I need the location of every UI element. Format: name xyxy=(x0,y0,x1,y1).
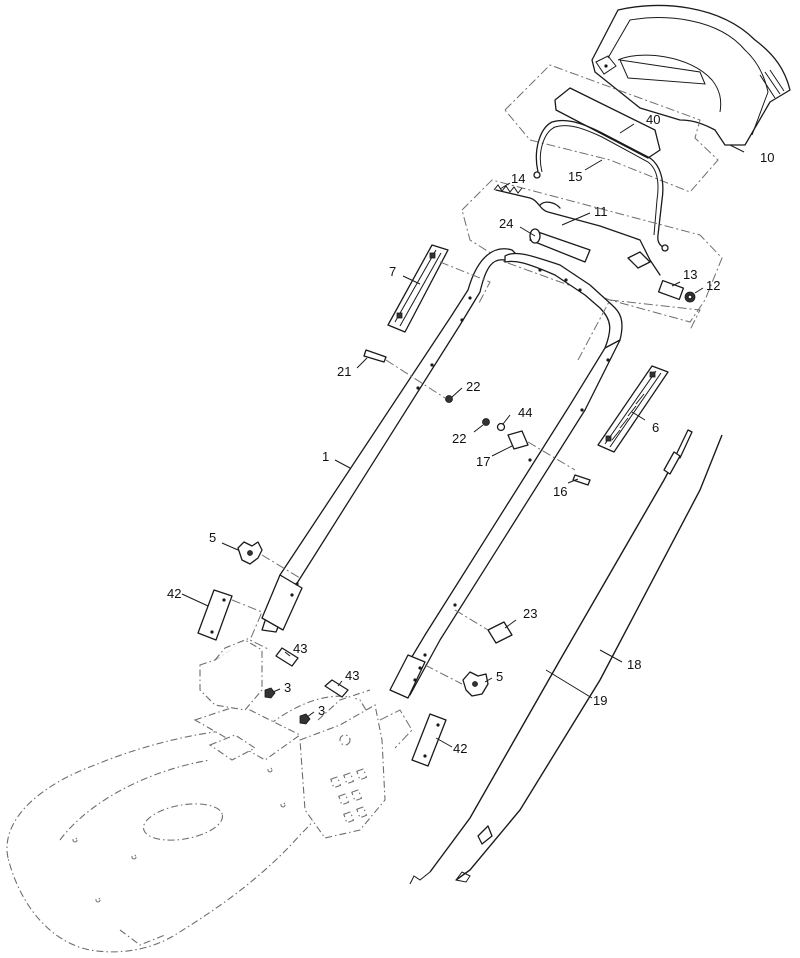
nut-22-mid xyxy=(482,418,490,426)
cable-guide-right xyxy=(597,365,669,453)
callout-labels: 10 40 15 14 11 24 13 12 7 21 22 44 22 6 … xyxy=(167,112,774,756)
callout-1: 1 xyxy=(322,449,329,464)
knob-5-lower xyxy=(424,664,489,697)
callout-22-mid: 22 xyxy=(452,431,466,446)
bolt-21 xyxy=(363,349,446,399)
callout-7: 7 xyxy=(389,264,396,279)
spacer-23 xyxy=(454,609,513,644)
callout-13: 13 xyxy=(683,267,697,282)
callout-24: 24 xyxy=(499,216,513,231)
callout-14: 14 xyxy=(511,171,525,186)
spacer-17 xyxy=(507,430,576,471)
nut-12 xyxy=(684,291,696,303)
ferrule-13 xyxy=(657,279,685,301)
bracket-left-phantom xyxy=(231,599,271,651)
cable-guide-left xyxy=(387,244,449,333)
callout-43-right: 43 xyxy=(345,668,359,683)
nut-22-upper xyxy=(445,395,453,403)
callout-3-left: 3 xyxy=(284,680,291,695)
washer-44 xyxy=(496,422,506,432)
cable-19 xyxy=(409,429,693,885)
bolt-43-left xyxy=(275,647,299,667)
operator-bail xyxy=(533,119,669,252)
callout-5-lower: 5 xyxy=(496,669,503,684)
callout-40: 40 xyxy=(646,112,660,127)
callout-43-left: 43 xyxy=(293,641,307,656)
leader-lines xyxy=(181,123,745,748)
upper-handle xyxy=(591,4,791,146)
callout-21: 21 xyxy=(337,364,351,379)
callout-17: 17 xyxy=(476,454,490,469)
callout-5-upper: 5 xyxy=(209,530,216,545)
callout-22-upper: 22 xyxy=(466,379,480,394)
lower-handle-frame xyxy=(261,248,623,699)
callout-11: 11 xyxy=(594,204,608,219)
callout-16: 16 xyxy=(553,484,567,499)
control-rod xyxy=(495,189,661,276)
callout-12: 12 xyxy=(706,278,720,293)
bracket-42-right xyxy=(411,713,447,767)
callout-18: 18 xyxy=(627,657,641,672)
callout-23: 23 xyxy=(523,606,537,621)
bolt-43-right xyxy=(324,679,349,698)
bolt-16 xyxy=(572,474,591,486)
callout-19: 19 xyxy=(593,693,607,708)
cable-18 xyxy=(455,434,723,883)
bracket-right-phantom xyxy=(379,709,413,749)
knob-5-upper xyxy=(237,541,301,579)
callout-3-right: 3 xyxy=(318,703,325,718)
callout-6: 6 xyxy=(652,420,659,435)
callout-10: 10 xyxy=(760,150,774,165)
guide-right-phantom xyxy=(577,299,701,361)
mower-deck-outline xyxy=(6,637,386,953)
callout-44: 44 xyxy=(518,405,532,420)
callout-15: 15 xyxy=(568,169,582,184)
bracket-42-left xyxy=(197,589,233,641)
callout-42-left: 42 xyxy=(167,586,181,601)
callout-42-right: 42 xyxy=(453,741,467,756)
handle-grip-plate xyxy=(554,59,706,159)
control-rod-phantom xyxy=(461,179,723,323)
guide-left-phantom xyxy=(439,261,491,306)
nut-3-left xyxy=(264,687,276,699)
spring xyxy=(493,184,523,194)
handle-phantom-frame xyxy=(504,64,719,193)
sleeve-24 xyxy=(529,228,591,263)
